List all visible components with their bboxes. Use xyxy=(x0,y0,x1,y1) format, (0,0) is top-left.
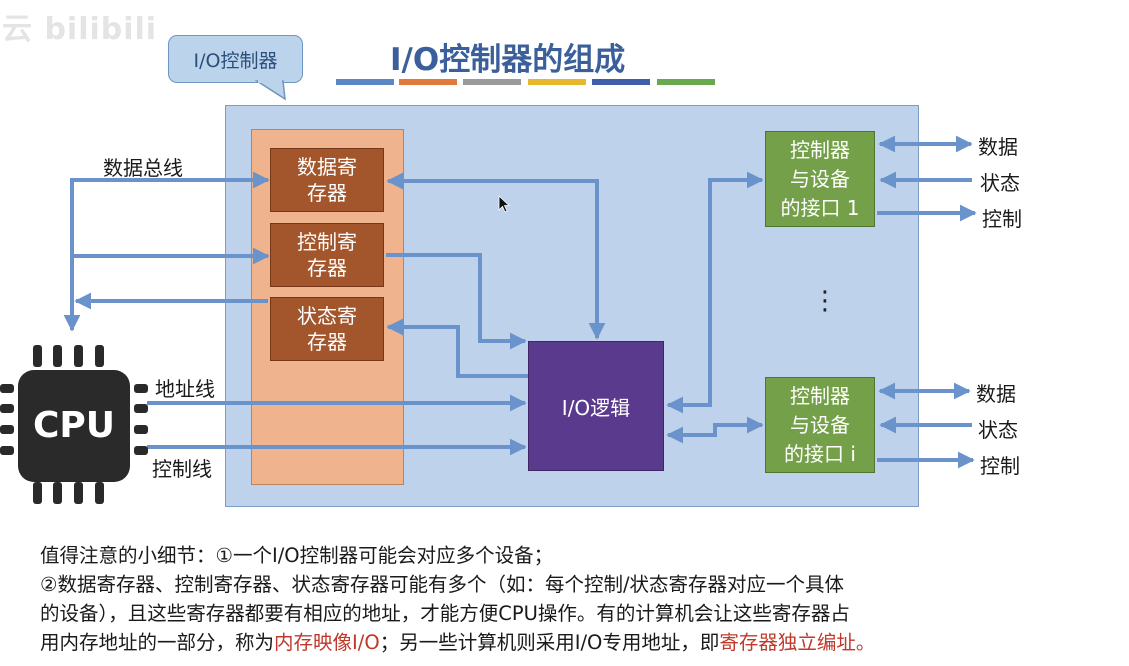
page-title: I/O控制器的组成 xyxy=(390,42,626,78)
cpu-label: CPU xyxy=(32,405,116,446)
address-bus-label: 地址线 xyxy=(155,377,215,401)
memory-mapped-io-term: 内存映像I/O xyxy=(274,631,380,654)
signal-data-1: 数据 xyxy=(978,135,1018,159)
signal-data-i: 数据 xyxy=(976,382,1016,406)
signal-control-i: 控制 xyxy=(980,454,1020,478)
independent-addressing-term: 寄存器独立编址。 xyxy=(719,631,876,654)
title-stripe-6 xyxy=(657,79,715,85)
signal-status-1: 状态 xyxy=(980,171,1020,195)
status-register: 状态寄 存器 xyxy=(270,297,384,361)
title-stripe-5 xyxy=(592,79,650,85)
io-controller-callout: I/O控制器 xyxy=(168,35,303,83)
cpu-body xyxy=(18,370,130,482)
title-stripe-1 xyxy=(336,79,394,85)
control-register: 控制寄 存器 xyxy=(270,223,384,287)
title-stripe-2 xyxy=(399,79,457,85)
note-line-4: 用内存地址的一部分，称为内存映像I/O；另一些计算机则采用I/O专用地址，即寄存… xyxy=(40,628,1090,657)
control-bus-label: 控制线 xyxy=(152,457,212,481)
title-stripe-4 xyxy=(528,79,586,85)
note-line-1: 值得注意的小细节：①一个I/O控制器可能会对应多个设备； xyxy=(40,544,554,567)
cpu-chip-icon xyxy=(0,340,160,510)
note-text: 值得注意的小细节：①一个I/O控制器可能会对应多个设备； ②数据寄存器、控制寄存… xyxy=(40,541,1090,657)
mouse-cursor-icon xyxy=(498,195,511,213)
note-line-4b: ；另一些计算机则采用I/O专用地址，即 xyxy=(379,631,720,654)
device-interface-i: 控制器 与设备 的接口 i xyxy=(765,377,875,473)
callout-tail xyxy=(255,80,286,101)
note-line-3: 的设备），且这些寄存器都要有相应的地址，才能方便CPU操作。有的计算机会让这些寄… xyxy=(40,602,850,625)
io-logic-block: I/O逻辑 xyxy=(528,341,664,471)
data-register: 数据寄 存器 xyxy=(270,148,384,212)
watermark: 云 bilibili xyxy=(2,12,158,47)
title-stripe-3 xyxy=(463,79,521,85)
device-interface-1: 控制器 与设备 的接口 1 xyxy=(765,131,875,227)
note-line-2: ②数据寄存器、控制寄存器、状态寄存器可能有多个（如：每个控制/状态寄存器对应一个… xyxy=(40,573,845,596)
signal-status-i: 状态 xyxy=(978,418,1018,442)
signal-control-1: 控制 xyxy=(982,207,1022,231)
ellipsis: ⋮ xyxy=(812,286,838,316)
note-line-4a: 用内存地址的一部分，称为 xyxy=(40,631,275,654)
